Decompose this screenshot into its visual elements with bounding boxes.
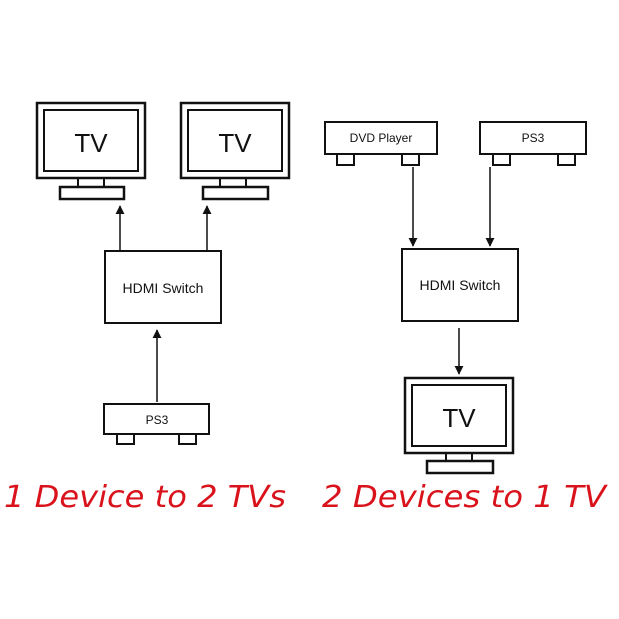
- left-ps3-source: PS3: [103, 403, 210, 445]
- tv-2: TV: [179, 101, 291, 201]
- left-hdmi-switch-label: HDMI Switch: [123, 280, 204, 296]
- tv-1-label: TV: [74, 128, 108, 158]
- right-hdmi-switch-label: HDMI Switch: [420, 277, 501, 293]
- left-hdmi-switch: HDMI Switch: [104, 250, 222, 324]
- right-diagram: DVD Player PS3 HDMI Switch TV 2 Devi: [322, 121, 609, 515]
- right-tv-label: TV: [442, 403, 476, 433]
- dvd-player-label: DVD Player: [350, 131, 413, 145]
- right-ps3-label: PS3: [522, 131, 545, 145]
- right-tv: TV: [403, 376, 515, 475]
- left-caption: 1 Device to 2 TVs: [4, 480, 286, 515]
- left-ps3-label: PS3: [146, 413, 169, 427]
- right-caption: 2 Devices to 1 TV: [322, 480, 609, 515]
- right-hdmi-switch: HDMI Switch: [401, 248, 519, 322]
- left-diagram: TV TV HDMI Switch PS3 1 Device to 2 TVs: [4, 101, 291, 515]
- tv-2-label: TV: [218, 128, 252, 158]
- tv-1: TV: [35, 101, 147, 201]
- dvd-player-source: DVD Player: [324, 121, 438, 166]
- right-ps3-source: PS3: [479, 121, 587, 166]
